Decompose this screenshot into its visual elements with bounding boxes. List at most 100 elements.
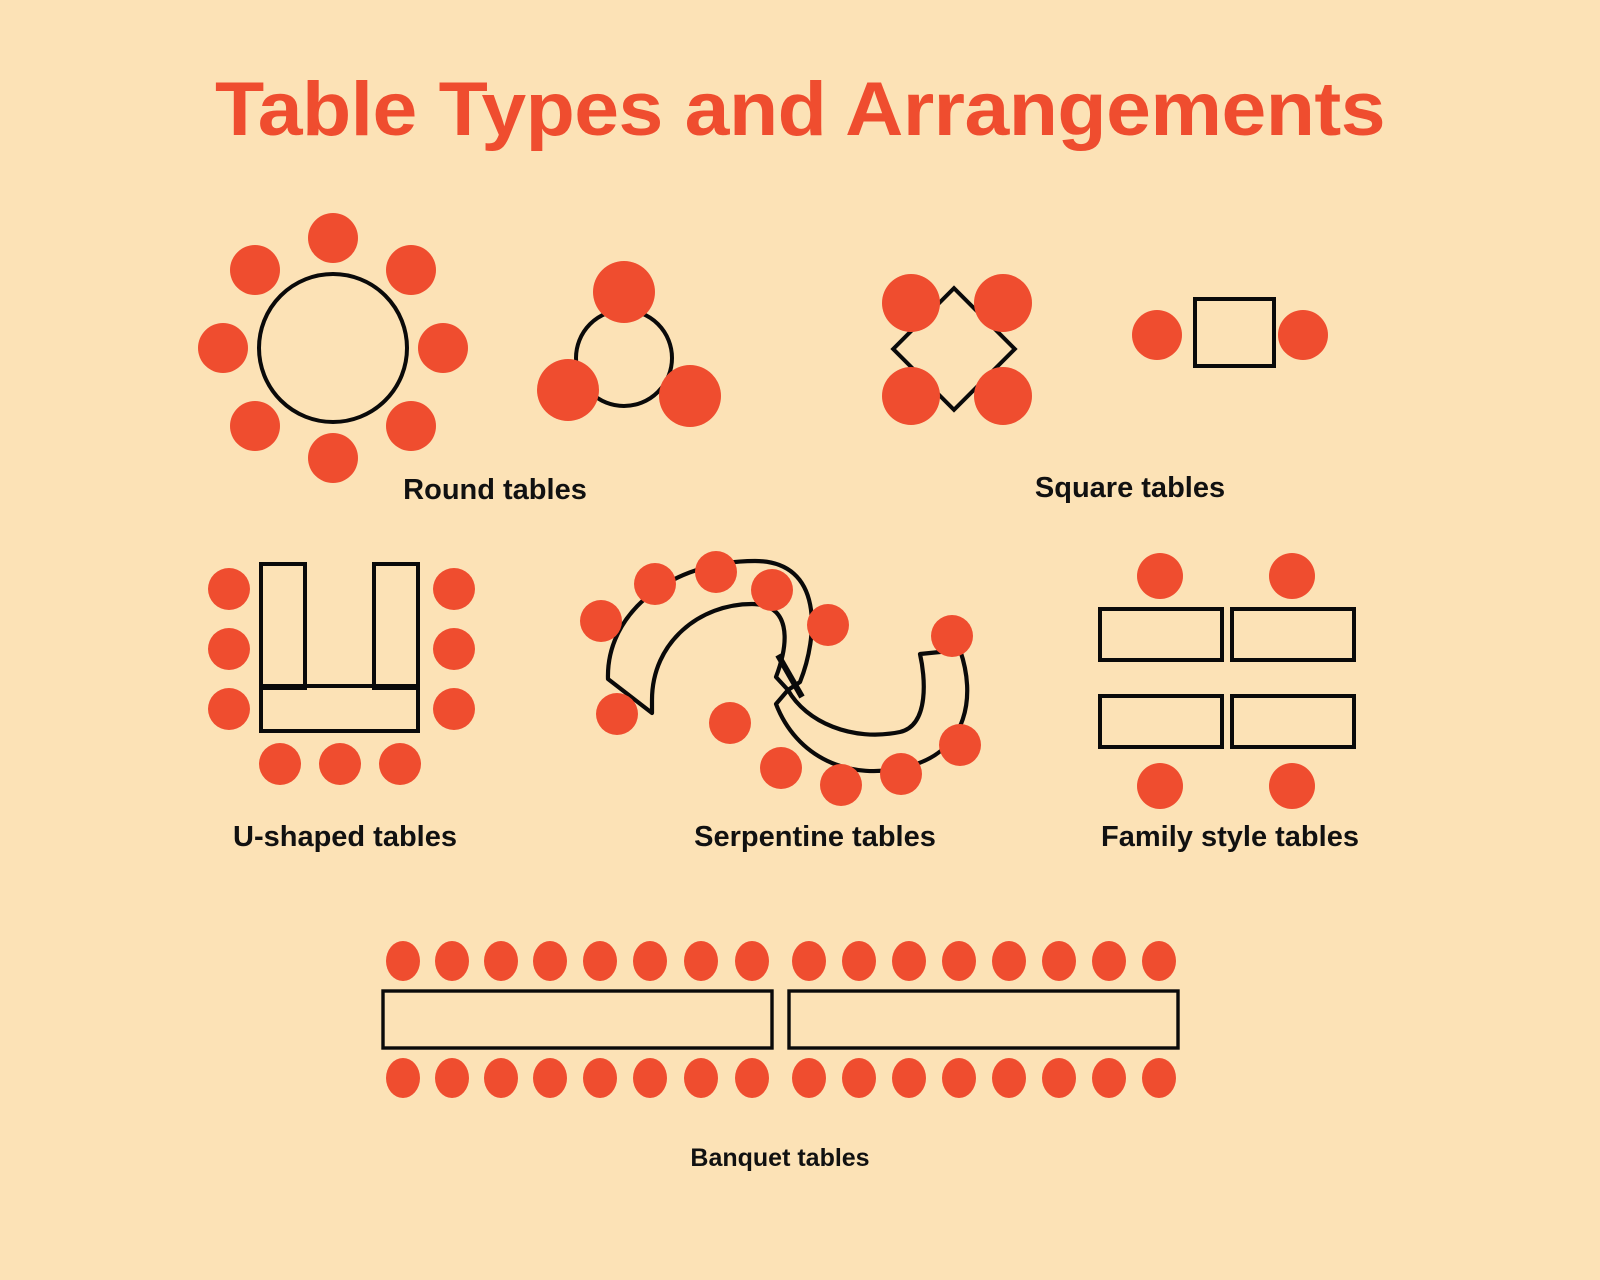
seat: [537, 359, 599, 421]
seat: [1137, 763, 1183, 809]
table-rect: [1230, 607, 1356, 662]
round-table-small: [537, 261, 721, 427]
seat: [583, 941, 617, 981]
seat: [633, 1058, 667, 1098]
seat: [208, 688, 250, 730]
table-banquet-left: [381, 989, 774, 1050]
table-arm-left: [259, 562, 307, 690]
seat: [386, 401, 436, 451]
seat: [435, 941, 469, 981]
seat: [435, 1058, 469, 1098]
seat: [1092, 941, 1126, 981]
seat: [386, 245, 436, 295]
table-square-diamond: [890, 285, 1018, 413]
seat: [319, 743, 361, 785]
seat: [792, 1058, 826, 1098]
table-serpentine-right: [773, 647, 970, 774]
seat: [386, 1058, 420, 1098]
seat: [583, 1058, 617, 1098]
seat: [882, 274, 940, 332]
seat: [942, 941, 976, 981]
seat: [882, 367, 940, 425]
seat: [433, 688, 475, 730]
seat: [735, 1058, 769, 1098]
seat: [684, 941, 718, 981]
seat: [308, 213, 358, 263]
diagram-ushaped-tables: [208, 562, 475, 785]
table-rect: [1098, 607, 1224, 662]
seat: [992, 941, 1026, 981]
seat: [1269, 553, 1315, 599]
seat: [760, 747, 802, 789]
caption-round-tables: Round tables: [403, 474, 587, 506]
seat: [1092, 1058, 1126, 1098]
round-table-large: [198, 213, 468, 483]
diagram-round-tables: [198, 213, 721, 483]
seat: [208, 568, 250, 610]
seat: [842, 1058, 876, 1098]
seat: [751, 569, 793, 611]
seat: [659, 365, 721, 427]
seat: [433, 568, 475, 610]
seat: [807, 604, 849, 646]
diagram-banquet-tables: [381, 941, 1180, 1098]
square-table-diamond: [882, 274, 1032, 425]
seat: [820, 764, 862, 806]
caption-square-tables: Square tables: [1034, 472, 1226, 504]
seat: [939, 724, 981, 766]
seat: [735, 941, 769, 981]
table-circle-small: [574, 308, 674, 408]
caption-serpentine-tables: Serpentine tables: [694, 821, 936, 853]
table-rect: [1098, 694, 1224, 749]
table-rect: [1230, 694, 1356, 749]
seat: [484, 1058, 518, 1098]
seat: [633, 941, 667, 981]
seat: [792, 941, 826, 981]
seat: [1278, 310, 1328, 360]
caption-ushaped-tables: U-shaped tables: [233, 821, 457, 853]
seat: [1269, 763, 1315, 809]
seat: [634, 563, 676, 605]
seat: [593, 261, 655, 323]
seat: [992, 1058, 1026, 1098]
seat: [684, 1058, 718, 1098]
diagram-serpentine-tables: [580, 551, 981, 806]
seat: [596, 693, 638, 735]
table-serpentine-divider: [775, 653, 805, 699]
seat: [533, 1058, 567, 1098]
seat: [1042, 1058, 1076, 1098]
diagram-family-style-tables: [1098, 553, 1356, 809]
seat: [942, 1058, 976, 1098]
seat: [974, 274, 1032, 332]
seat: [533, 941, 567, 981]
table-arm-right: [372, 562, 420, 690]
seat: [386, 941, 420, 981]
seat: [230, 245, 280, 295]
seat: [418, 323, 468, 373]
seat: [931, 615, 973, 657]
seat: [974, 367, 1032, 425]
seat: [484, 941, 518, 981]
seat: [1142, 1058, 1176, 1098]
page-title: Table Types and Arrangements: [214, 67, 1386, 152]
seat: [1132, 310, 1182, 360]
table-banquet-right: [787, 989, 1180, 1050]
square-table-small: [1132, 297, 1328, 368]
seat: [1042, 941, 1076, 981]
seat: [842, 941, 876, 981]
seat: [892, 941, 926, 981]
diagram-square-tables: [882, 274, 1328, 425]
table-base: [259, 684, 420, 733]
caption-family-style-tables: Family style tables: [1101, 821, 1359, 853]
seat: [1142, 941, 1176, 981]
seat: [433, 628, 475, 670]
seat: [379, 743, 421, 785]
seat: [230, 401, 280, 451]
table-circle-large: [257, 272, 409, 424]
table-serpentine-left: [605, 558, 814, 716]
table-square-small: [1193, 297, 1276, 368]
seat: [208, 628, 250, 670]
seat: [892, 1058, 926, 1098]
